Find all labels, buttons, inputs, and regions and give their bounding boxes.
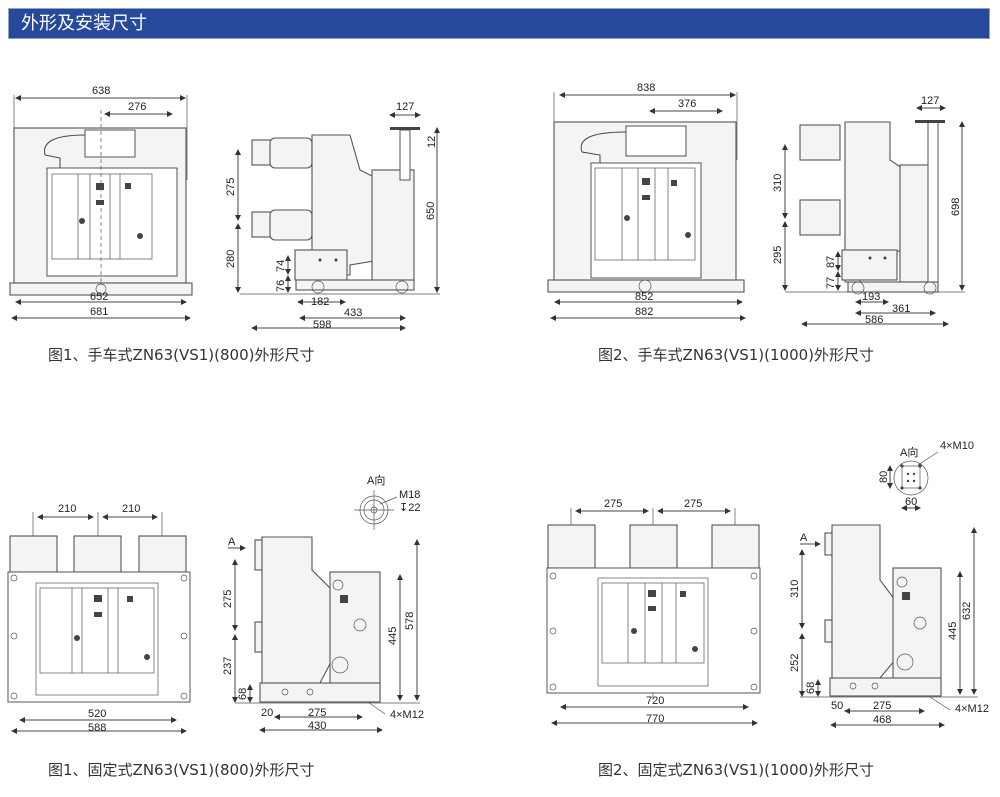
fig4-front-view: 275 275 720 770 <box>546 498 761 726</box>
dim-phase-2: 275 <box>684 498 702 510</box>
fig3-detail-view: A向 M18 ↧22 <box>354 473 420 530</box>
dim-d1: 182 <box>311 296 329 308</box>
dim-total-height: 632 <box>961 602 973 620</box>
fig1-side-view: 127 12 650 275 280 74 76 182 433 598 <box>225 101 440 331</box>
dim-offset: 376 <box>678 98 696 110</box>
figure-caption-3: 图1、固定式ZN63(VS1)(800)外形尺寸 <box>48 761 315 779</box>
figure-caption-2: 图2、手车式ZN63(VS1)(1000)外形尺寸 <box>598 346 875 364</box>
dim-top-offset: 12 <box>426 136 438 148</box>
dim-pole-spacing: 310 <box>772 174 784 192</box>
dim-d2: 430 <box>308 720 326 732</box>
dim-d2: 361 <box>892 303 910 315</box>
dim-phase-1: 275 <box>604 498 622 510</box>
dim-h1: 68 <box>237 688 249 700</box>
dim-pole-spacing: 310 <box>789 580 801 598</box>
bolt-note: 4×M12 <box>390 709 424 721</box>
fig3-front-view: 210 210 520 588 <box>7 503 191 734</box>
dim-panel-height: 445 <box>387 627 399 645</box>
dim-outer-width: 588 <box>88 722 106 734</box>
thread-label: M18 <box>399 489 420 501</box>
depth-label: ↧22 <box>399 502 420 514</box>
detail-label: A向 <box>367 473 385 487</box>
dim-d1: 275 <box>873 700 891 712</box>
dim-panel-height: 445 <box>947 622 959 640</box>
dim-h2: 77 <box>825 277 837 289</box>
fig2-side-view: 127 698 310 295 87 77 193 361 586 <box>772 95 965 327</box>
arrow-label-a: A <box>228 536 236 548</box>
dim-inner-width: 720 <box>646 695 664 707</box>
dim-offset: 276 <box>128 101 146 113</box>
dim-top-width: 127 <box>396 101 414 113</box>
dim-h1: 68 <box>805 682 817 694</box>
dim-total-height: 650 <box>425 202 437 220</box>
dim-base-inner: 852 <box>635 291 653 303</box>
dim-base-inner: 652 <box>90 291 108 303</box>
dim-d1: 193 <box>862 291 880 303</box>
fig3-side-view: A 275 237 68 445 578 20 275 430 4×M12 <box>222 536 424 733</box>
dim-h: 80 <box>878 471 890 483</box>
dim-d0: 50 <box>831 700 843 712</box>
dim-top-width: 127 <box>921 95 939 107</box>
dim-pole-spacing: 275 <box>225 178 237 196</box>
fig4-detail-view: A向 4×M10 80 60 <box>878 440 974 511</box>
dim-total-height: 578 <box>404 612 416 630</box>
figure-caption-4: 图2、固定式ZN63(VS1)(1000)外形尺寸 <box>598 761 875 779</box>
fig1-front-view: 638 276 652 681 <box>9 85 193 321</box>
dim-h2: 76 <box>275 280 287 292</box>
bolt-note: 4×M12 <box>955 703 989 715</box>
section-header: 外形及安装尺寸 <box>8 8 990 39</box>
dim-phase-1: 210 <box>58 503 76 515</box>
dim-total-height: 698 <box>950 198 962 216</box>
dim-lower-height: 237 <box>222 657 234 675</box>
dim-lower-height: 280 <box>225 250 237 268</box>
dim-base-outer: 681 <box>90 306 108 318</box>
dim-w: 60 <box>905 496 917 508</box>
dim-base-outer: 882 <box>635 306 653 318</box>
dim-d2: 433 <box>344 307 362 319</box>
dim-d1: 275 <box>308 707 326 719</box>
dim-d3: 586 <box>865 314 883 326</box>
fig2-front-view: 838 376 852 882 <box>547 82 746 321</box>
dim-h1: 74 <box>275 260 287 272</box>
dim-inner-width: 520 <box>88 708 106 720</box>
dim-outer-width: 770 <box>646 713 664 725</box>
detail-label: A向 <box>900 445 918 459</box>
dim-lower-height: 295 <box>772 246 784 264</box>
dim-d0: 20 <box>261 707 273 719</box>
dim-pole-spacing: 275 <box>222 590 234 608</box>
dim-lower-height: 252 <box>789 654 801 672</box>
dim-phase-2: 210 <box>122 503 140 515</box>
bolt-note: 4×M10 <box>940 440 974 452</box>
dim-width-top: 638 <box>92 85 110 97</box>
figure-caption-1: 图1、手车式ZN63(VS1)(800)外形尺寸 <box>48 346 315 364</box>
dim-d2: 468 <box>873 714 891 726</box>
dim-d3: 598 <box>313 319 331 331</box>
arrow-label-a: A <box>800 532 808 544</box>
fig4-side-view: A 310 252 68 445 632 50 275 468 4×M12 <box>789 524 989 728</box>
section-title: 外形及安装尺寸 <box>21 13 147 34</box>
dim-h1: 87 <box>825 256 837 268</box>
dim-width-top: 838 <box>637 82 655 94</box>
